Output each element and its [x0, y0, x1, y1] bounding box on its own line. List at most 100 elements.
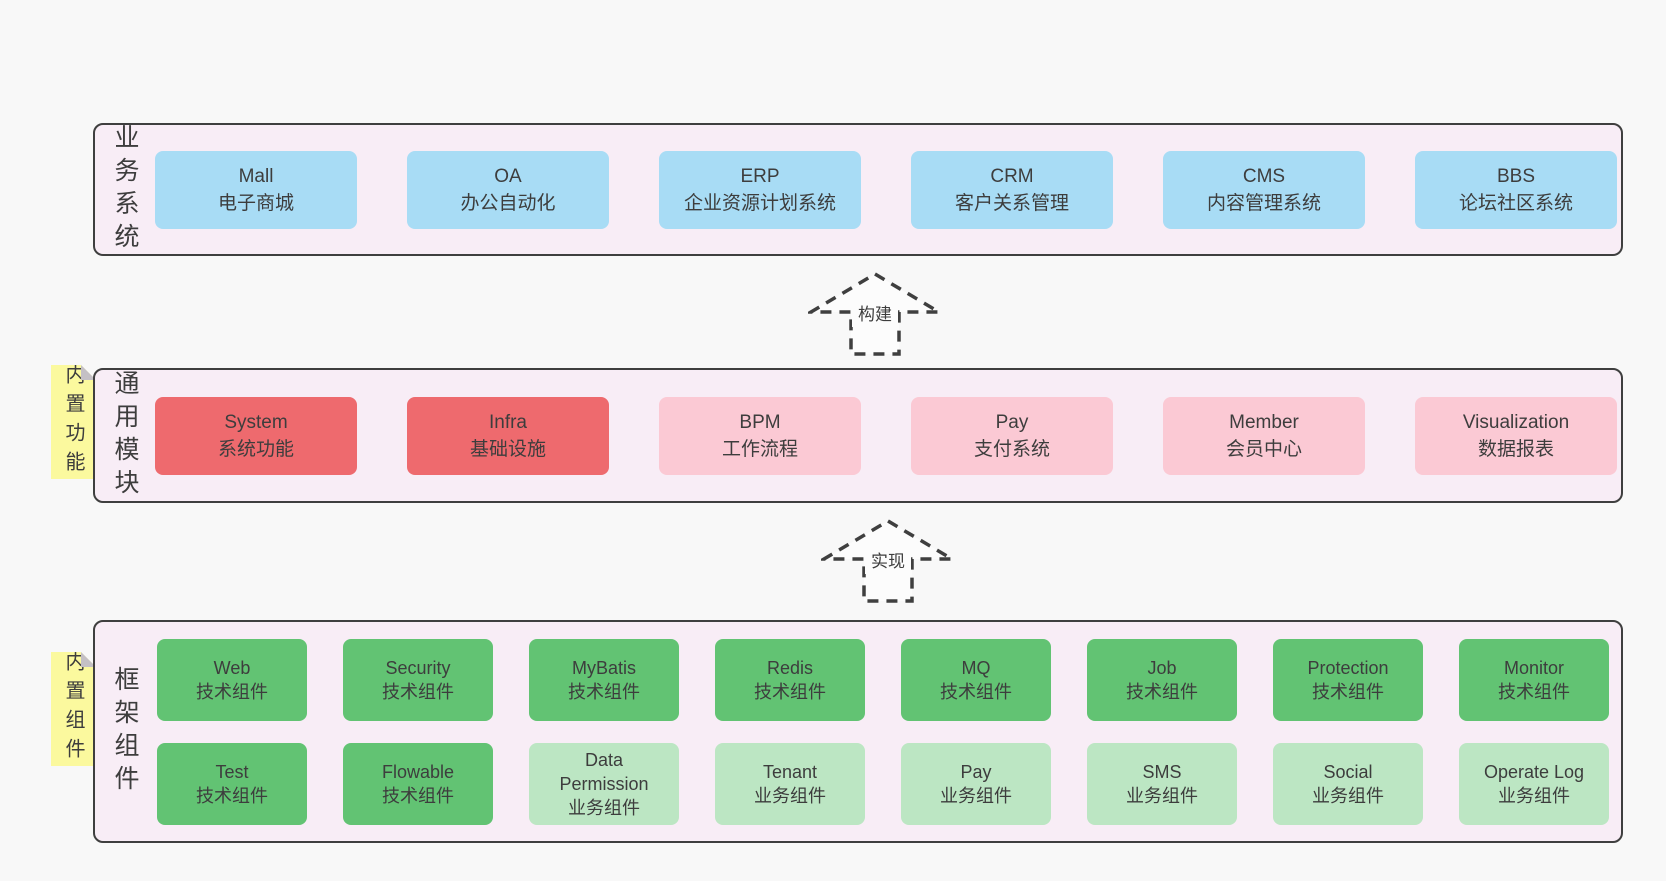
- box-text-line: 支付系统: [973, 438, 1050, 460]
- box-text-line: Permission: [559, 773, 649, 794]
- box-member: Member 会员中心: [1163, 396, 1365, 475]
- box-text-line: Web: [213, 657, 251, 678]
- box-sms: SMS 业务组件: [1087, 742, 1237, 825]
- box-text-line: ERP: [740, 165, 780, 187]
- box-text-line: Test: [215, 761, 249, 782]
- box-text-line: CRM: [990, 165, 1034, 187]
- box-text-line: 技术组件: [1312, 681, 1384, 702]
- arrow-label-bg: [852, 301, 898, 327]
- box-text-line: 工作流程: [721, 438, 798, 460]
- box-text-line: 技术组件: [382, 681, 454, 702]
- box-text-line: Member: [1229, 411, 1299, 433]
- box-text-line: 内容管理系统: [1206, 192, 1321, 214]
- layer-label-components: 框架组件: [111, 665, 139, 798]
- box-text-line: CMS: [1242, 165, 1286, 187]
- box-text-line: 技术组件: [1126, 681, 1198, 702]
- box-text-line: Operate Log: [1483, 761, 1585, 782]
- box-text-line: 数据报表: [1477, 438, 1554, 460]
- arrow-implement-up: 实现: [821, 518, 955, 603]
- box-text-line: 技术组件: [754, 681, 826, 702]
- box-oa: OA 办公自动化: [407, 150, 609, 229]
- arrow-build-up: 构建: [808, 271, 942, 356]
- box-security: Security 技术组件: [343, 638, 493, 721]
- box-text-line: 业务组件: [1498, 785, 1570, 806]
- box-text-line: Tenant: [762, 761, 818, 782]
- tab-label: 内置组件: [62, 651, 84, 767]
- box-text-line: System: [224, 411, 288, 433]
- box-text-line: Mall: [238, 165, 274, 187]
- box-web: Web 技术组件: [157, 638, 307, 721]
- box-protection: Protection 技术组件: [1273, 638, 1423, 721]
- sticky-tab-builtin-features: 内置功能: [51, 365, 96, 479]
- box-text-line: Redis: [766, 657, 814, 678]
- box-pay: Pay 业务组件: [901, 742, 1051, 825]
- layer-label-modules: 通用模块: [111, 369, 139, 502]
- box-text-line: 业务组件: [754, 785, 826, 806]
- box-text-line: 业务组件: [1126, 785, 1198, 806]
- arrow-label: 构建: [858, 305, 892, 324]
- box-text-line: Security: [385, 657, 451, 678]
- box-text-line: MyBatis: [571, 657, 636, 678]
- box-job: Job 技术组件: [1087, 638, 1237, 721]
- box-text-line: 业务组件: [1312, 785, 1384, 806]
- box-text-line: Monitor: [1503, 657, 1565, 678]
- box-monitor: Monitor 技术组件: [1459, 638, 1609, 721]
- box-text-line: Pay: [960, 761, 992, 782]
- box-flowable: Flowable 技术组件: [343, 742, 493, 825]
- box-text-line: Data: [584, 749, 624, 770]
- box-text-line: OA: [494, 165, 522, 187]
- box-text-line: BBS: [1496, 165, 1536, 187]
- box-text-line: 技术组件: [1498, 681, 1570, 702]
- sticky-tab-builtin-components: 内置组件: [51, 652, 96, 766]
- box-text-line: SMS: [1142, 761, 1182, 782]
- box-text-line: 业务组件: [568, 797, 640, 818]
- box-text-line: Infra: [488, 411, 528, 433]
- box-text-line: 业务组件: [940, 785, 1012, 806]
- tab-label: 内置功能: [62, 364, 84, 480]
- box-text-line: 技术组件: [196, 785, 268, 806]
- arrow-label-bg: [865, 548, 911, 574]
- box-text-line: 基础设施: [469, 438, 546, 460]
- box-text-line: 办公自动化: [460, 192, 556, 214]
- box-tenant: Tenant 业务组件: [715, 742, 865, 825]
- box-text-line: 技术组件: [196, 681, 268, 702]
- box-text-line: Visualization: [1462, 411, 1570, 433]
- box-text-line: 系统功能: [217, 438, 294, 460]
- box-text-line: 技术组件: [382, 785, 454, 806]
- box-text-line: 技术组件: [568, 681, 640, 702]
- box-text-line: MQ: [961, 657, 991, 678]
- box-text-line: 论坛社区系统: [1458, 192, 1573, 214]
- box-text-line: 企业资源计划系统: [683, 192, 836, 214]
- box-text-line: 电子商城: [217, 192, 294, 214]
- box-bbs: BBS 论坛社区系统: [1415, 150, 1617, 229]
- box-erp: ERP 企业资源计划系统: [659, 150, 861, 229]
- arrow-label: 实现: [871, 552, 905, 571]
- box-cms: CMS 内容管理系统: [1163, 150, 1365, 229]
- box-text-line: 会员中心: [1225, 438, 1302, 460]
- box-operate-log: Operate Log 业务组件: [1459, 742, 1609, 825]
- box-visualization: Visualization 数据报表: [1415, 396, 1617, 475]
- box-system: System 系统功能: [155, 396, 357, 475]
- box-test: Test 技术组件: [157, 742, 307, 825]
- box-text-line: Job: [1147, 657, 1177, 678]
- box-mybatis: MyBatis 技术组件: [529, 638, 679, 721]
- box-text-line: Protection: [1307, 657, 1389, 678]
- box-mall: Mall 电子商城: [155, 150, 357, 229]
- box-text-line: Flowable: [381, 761, 455, 782]
- box-redis: Redis 技术组件: [715, 638, 865, 721]
- layer-label-business: 业务系统: [111, 123, 139, 256]
- box-infra: Infra 基础设施: [407, 396, 609, 475]
